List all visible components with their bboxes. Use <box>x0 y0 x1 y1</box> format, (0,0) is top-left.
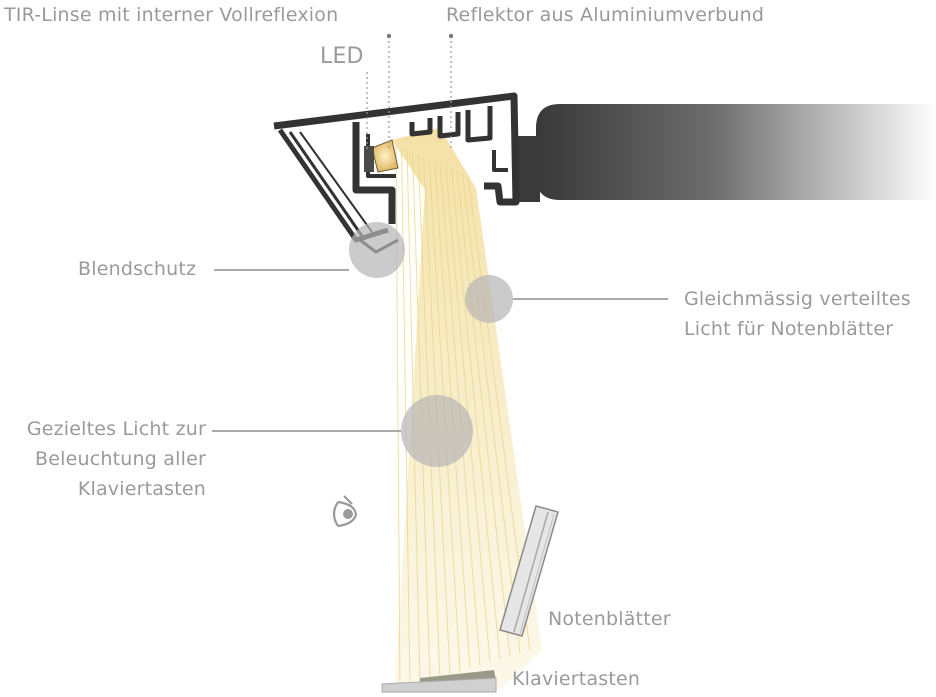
glare-shield-callout <box>349 222 405 278</box>
light-ray <box>450 169 501 660</box>
reflector-label: Reflektor aus Aluminiumverbund <box>446 4 765 26</box>
light-ray <box>461 173 521 654</box>
light-ray <box>395 145 401 691</box>
targeted-light-line-1: Gezieltes Licht zur <box>26 418 206 440</box>
light-ray <box>456 171 511 657</box>
even-light-label: Gleichmässig verteiltes Licht für Notenb… <box>684 284 911 344</box>
targeted-light-label: Gezieltes Licht zur Beleuchtung aller Kl… <box>4 414 206 504</box>
led-emitter <box>364 139 399 173</box>
targeted-light-line-2: Beleuchtung aller <box>35 448 206 470</box>
dotted-pointers <box>366 36 452 150</box>
eye-icon <box>332 495 358 528</box>
piano-keys-shape <box>381 670 497 693</box>
sheet-music-stand <box>499 505 559 637</box>
targeted-light-line-3: Klaviertasten <box>77 478 206 500</box>
led-label: LED <box>320 44 364 69</box>
piano-keys-label: Klaviertasten <box>512 668 641 690</box>
tir-lens-label: TIR-Linse mit interner Vollreflexion <box>4 4 339 26</box>
even-light-line-1: Gleichmässig verteiltes <box>684 288 911 310</box>
even-light-line-2: Licht für Notenblätter <box>684 318 894 340</box>
pointer-dots <box>386 33 454 39</box>
targeted-light-callout <box>401 395 473 467</box>
even-light-callout <box>465 275 513 323</box>
leader-lines <box>212 269 668 432</box>
sheet-music-label: Notenblätter <box>548 608 671 630</box>
glare-shield-label: Blendschutz <box>78 258 197 280</box>
mounting-arm <box>514 104 936 202</box>
